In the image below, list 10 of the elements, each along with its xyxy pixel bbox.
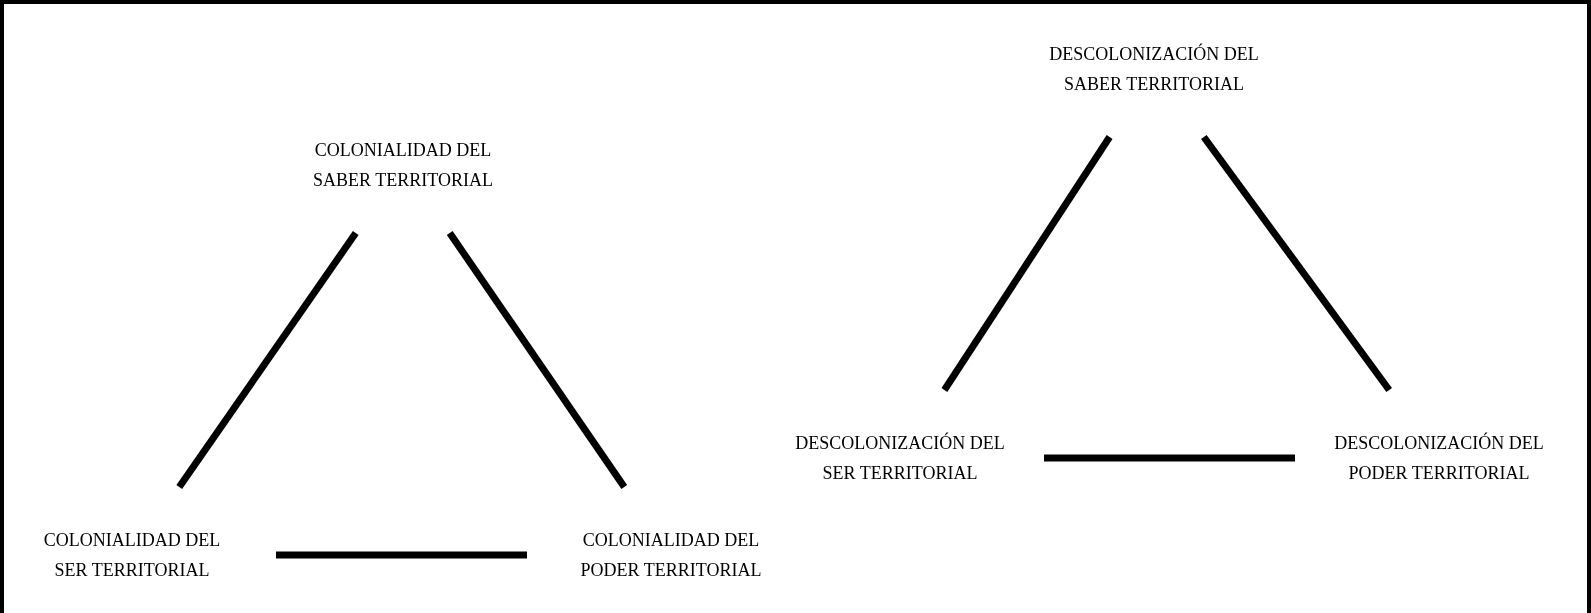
node-label: DESCOLONIZACIÓN DEL PODER TERRITORIAL (1333, 431, 1545, 485)
node-label: COLONIALIDAD DEL SER TERRITORIAL (42, 529, 222, 582)
connector-line (446, 231, 628, 489)
node-label: COLONIALIDAD DEL SABER TERRITORIAL (312, 139, 494, 192)
connector-line (941, 135, 1113, 392)
node-label: DESCOLONIZACIÓN DEL SABER TERRITORIAL (1048, 42, 1260, 96)
connector-line (176, 231, 359, 489)
connector-line (1201, 134, 1392, 393)
node-label: COLONIALIDAD DEL PODER TERRITORIAL (579, 529, 763, 582)
node-label: DESCOLONIZACIÓN DEL SER TERRITORIAL (794, 431, 1006, 485)
